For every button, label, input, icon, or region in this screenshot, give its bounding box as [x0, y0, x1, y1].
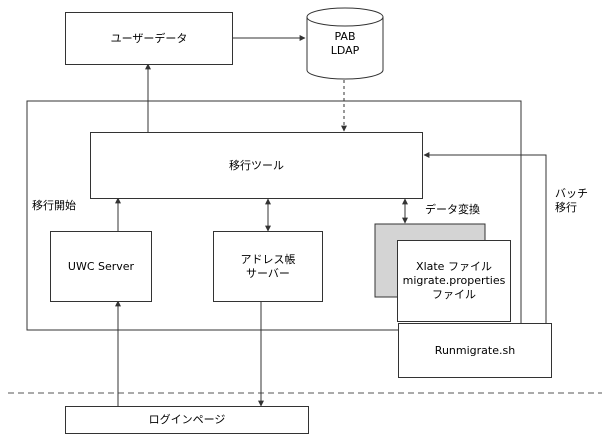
runmigrate-label: Runmigrate.sh — [434, 343, 516, 357]
login-page-box: ログインページ — [65, 406, 309, 434]
user-data-box: ユーザーデータ — [65, 12, 233, 65]
batch-label-line2: 移行 — [555, 201, 577, 214]
files-line2: migrate.properties — [402, 274, 506, 287]
uwc-server-label: UWC Server — [67, 259, 135, 273]
migration-start-label: 移行開始 — [32, 199, 76, 212]
files-line3: ファイル — [431, 288, 476, 301]
db-label-line2: LDAP — [330, 44, 360, 57]
db-label: PAB LDAP — [305, 30, 385, 58]
migration-tool-label: 移行ツール — [229, 158, 284, 172]
xlate-files-box: Xlate ファイル migrate.properties ファイル — [397, 240, 511, 322]
batch-label-line1: バッチ — [555, 187, 588, 200]
migration-container — [26, 100, 522, 331]
runmigrate-box: Runmigrate.sh — [398, 323, 552, 378]
files-line1: Xlate ファイル — [416, 260, 492, 273]
address-book-line2: サーバー — [246, 266, 290, 280]
pab-ldap-database — [306, 7, 384, 80]
address-book-server-box: アドレス帳 サーバー — [213, 231, 323, 302]
xlate-files-label: Xlate ファイル migrate.properties ファイル — [403, 260, 506, 302]
data-conversion-label: データ変換 — [425, 203, 480, 216]
login-page-label: ログインページ — [148, 413, 226, 426]
db-label-line1: PAB — [334, 30, 356, 43]
migration-tool-box: 移行ツール — [90, 132, 423, 199]
batch-migration-label: バッチ 移行 — [555, 187, 588, 215]
arrow-batch-to-tool — [423, 152, 547, 378]
user-data-label: ユーザーデータ — [110, 31, 188, 45]
address-book-server-label: アドレス帳 サーバー — [241, 253, 296, 281]
uwc-server-box: UWC Server — [50, 231, 152, 302]
address-book-line1: アドレス帳 — [240, 252, 296, 266]
